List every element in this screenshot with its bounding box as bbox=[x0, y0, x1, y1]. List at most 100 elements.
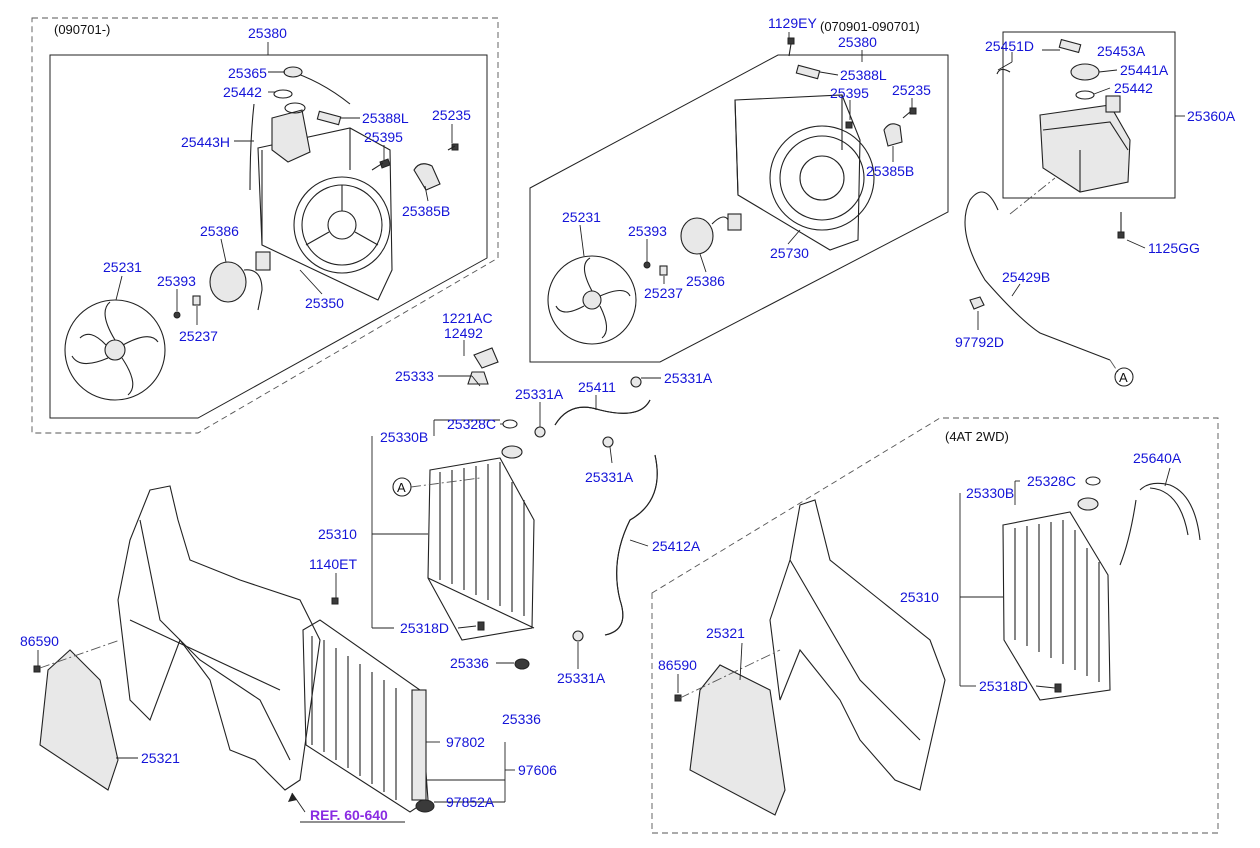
part-label: 25331A bbox=[664, 370, 713, 386]
hose-25429B bbox=[964, 191, 1111, 361]
part-label: 1140ET bbox=[309, 556, 357, 572]
bushing-25318D-a bbox=[477, 621, 485, 631]
part-label: 25443H bbox=[181, 134, 230, 150]
fan-shroud-assembly-1 bbox=[257, 102, 393, 301]
nut-25393-a bbox=[173, 311, 181, 319]
hose-25411 bbox=[554, 399, 651, 426]
part-label: 25386 bbox=[200, 223, 239, 239]
clamp-25331A-b bbox=[630, 376, 642, 388]
part-label: 25451D bbox=[985, 38, 1034, 54]
part-label: 25318D bbox=[979, 678, 1028, 694]
bushing-25336-a bbox=[514, 658, 530, 670]
leader-lines bbox=[37, 32, 1185, 823]
part-label: 97792D bbox=[955, 334, 1004, 350]
part-label: 25237 bbox=[179, 328, 218, 344]
resistor-25385B-b bbox=[883, 123, 903, 147]
part-label: 25453A bbox=[1097, 43, 1146, 59]
part-label: 25388L bbox=[840, 67, 887, 83]
part-label: 25328C bbox=[447, 416, 496, 432]
fan-blade-1 bbox=[64, 299, 166, 401]
hose-25443H bbox=[249, 103, 255, 191]
clip-97792D bbox=[969, 296, 985, 310]
variant-label-090701: (090701-) bbox=[54, 22, 110, 37]
marker-a-top bbox=[1114, 367, 1134, 387]
radiator-cap-a bbox=[501, 445, 523, 459]
part-label: 25395 bbox=[364, 129, 403, 145]
part-label: 25385B bbox=[866, 163, 914, 179]
part-label: 25336 bbox=[502, 711, 541, 727]
o-ring-25442-b bbox=[1075, 90, 1095, 100]
part-label: 25640A bbox=[1133, 450, 1182, 466]
part-label: 25331A bbox=[585, 469, 634, 485]
clamp-25331A-a bbox=[534, 426, 546, 438]
fan-blade-2 bbox=[547, 255, 637, 345]
part-label: 25442 bbox=[1114, 80, 1153, 96]
bolt-25235-b bbox=[902, 107, 917, 119]
part-label: 25388L bbox=[362, 110, 409, 126]
part-label: 25365 bbox=[228, 65, 267, 81]
part-label: 25393 bbox=[628, 223, 667, 239]
resistor-25385B-a bbox=[413, 163, 441, 191]
bolt-1140ET bbox=[331, 597, 339, 605]
hose-25451D bbox=[996, 68, 1011, 75]
part-label: 25318D bbox=[400, 620, 449, 636]
marker-a-top-label: A bbox=[1119, 370, 1128, 385]
bolt-25395-b bbox=[845, 121, 853, 129]
part-label: 25330B bbox=[966, 485, 1014, 501]
bushing-25318D-b bbox=[1054, 683, 1062, 693]
part-label: 25360A bbox=[1187, 108, 1236, 124]
variant-label-070901: (070901-090701) bbox=[820, 19, 920, 34]
part-label: 25237 bbox=[644, 285, 683, 301]
fan-shroud-assembly-2 bbox=[734, 94, 875, 251]
part-labels: 25380 25365 25442 25388L 25443H 25395 25… bbox=[20, 15, 1236, 823]
radiator-25310-b bbox=[1002, 511, 1111, 701]
label-25388L bbox=[316, 110, 342, 126]
variant-frame-4at bbox=[651, 417, 1219, 834]
part-label: 25328C bbox=[1027, 473, 1076, 489]
part-label: 1221AC bbox=[442, 310, 493, 326]
part-label: 97802 bbox=[446, 734, 485, 750]
air-guard-25321-a bbox=[39, 649, 119, 791]
clip-25237-a bbox=[192, 295, 201, 306]
part-label: 25730 bbox=[770, 245, 809, 261]
air-guard-25321-b bbox=[689, 664, 786, 816]
fan-motor-2 bbox=[680, 213, 742, 255]
bolt-1129EY bbox=[787, 37, 795, 57]
part-label: 25310 bbox=[900, 589, 939, 605]
bolt-1125GG bbox=[1117, 212, 1125, 239]
part-label: 25380 bbox=[838, 34, 877, 50]
part-label: 97852A bbox=[446, 794, 495, 810]
reservoir-box bbox=[1002, 31, 1176, 199]
o-ring-25442 bbox=[273, 89, 293, 99]
part-label: 97606 bbox=[518, 762, 557, 778]
part-label: 25336 bbox=[450, 655, 489, 671]
part-label: 1125GG bbox=[1148, 240, 1200, 256]
bolt-86590-b bbox=[674, 694, 682, 702]
bolt-25235-a bbox=[447, 143, 459, 151]
bolt-86590-a bbox=[33, 665, 41, 673]
clamp-25331A-d bbox=[572, 630, 584, 642]
part-label: 25411 bbox=[578, 379, 616, 395]
part-label: 25333 bbox=[395, 368, 434, 384]
part-label: 1129EY bbox=[768, 15, 817, 31]
part-label: 86590 bbox=[20, 633, 59, 649]
part-label: 25321 bbox=[141, 750, 180, 766]
part-label: 25231 bbox=[562, 209, 601, 225]
nut-25393-b bbox=[643, 261, 651, 269]
bolt-25395-a bbox=[371, 158, 391, 171]
ref-label[interactable]: REF. 60-640 bbox=[310, 807, 388, 823]
part-label: 25393 bbox=[157, 273, 196, 289]
part-label: 25330B bbox=[380, 429, 428, 445]
condenser-97606 bbox=[302, 619, 429, 813]
label-25388L-b bbox=[795, 64, 821, 80]
part-label: 25331A bbox=[557, 670, 606, 686]
part-label: 25321 bbox=[706, 625, 745, 641]
part-label: 25441A bbox=[1120, 62, 1169, 78]
part-label: 25412A bbox=[652, 538, 701, 554]
reservoir-25360A bbox=[1039, 95, 1131, 193]
clamp-25331A-c bbox=[602, 436, 614, 448]
front-end-carrier-b bbox=[769, 499, 946, 791]
part-label: 25310 bbox=[318, 526, 357, 542]
part-label: 25231 bbox=[103, 259, 142, 275]
